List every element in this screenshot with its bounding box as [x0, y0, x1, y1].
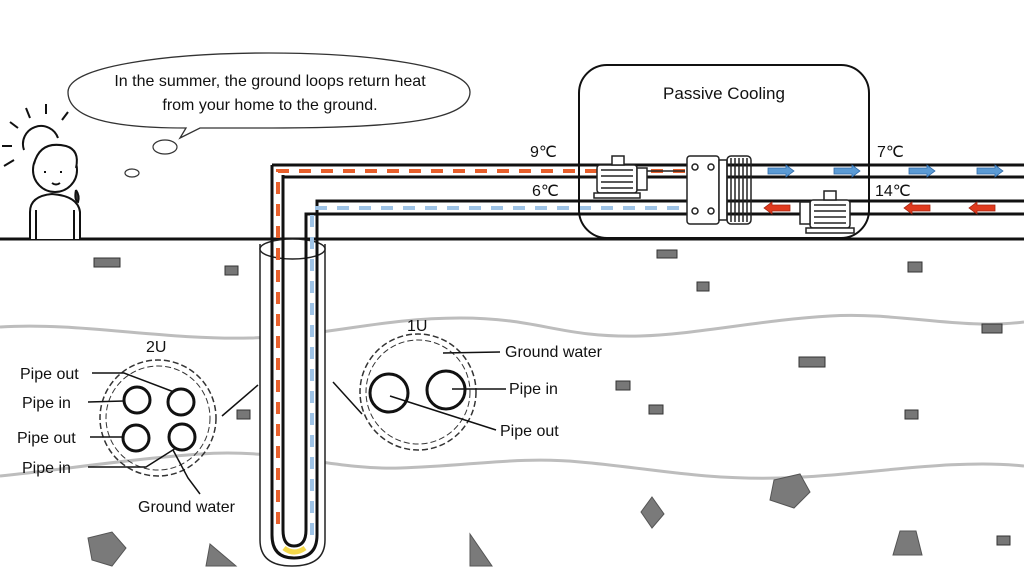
1u-section-inner: [365, 339, 471, 445]
2u-leader-lines: [87, 372, 259, 495]
speech-bubble: [67, 52, 471, 178]
2u-section-inner: [105, 365, 211, 471]
passive-cooling-title: Passive Cooling: [663, 84, 785, 103]
speech-line-2: from your home to the ground.: [162, 97, 377, 114]
cold-flow: [310, 206, 685, 535]
2u-pipe-in-2: Pipe in: [22, 460, 71, 477]
person-icon: [29, 143, 81, 239]
ground-water-layer-bottom: [0, 451, 1024, 480]
temp-house-out: 7℃: [877, 144, 904, 161]
hot-flow: [276, 169, 685, 532]
borehole-top: [259, 238, 326, 260]
2u-pipe-out-2: Pipe out: [17, 430, 76, 447]
2u-pipe-out-1: Pipe out: [20, 366, 79, 383]
u-pipe-inner: [281, 175, 1024, 548]
2u-section-outline: [99, 359, 217, 477]
ground-water-layer-top: [0, 313, 1024, 340]
cold-arrows: [767, 164, 1004, 178]
passive-cooling-box: [578, 64, 870, 239]
loop-bottom-warm: [282, 545, 307, 555]
2u-title: 2U: [146, 339, 166, 356]
2u-pipe-circles: [121, 385, 197, 453]
temp-house-in: 14℃: [875, 183, 911, 200]
borehole: [259, 244, 326, 567]
hot-arrows: [763, 201, 996, 215]
speech-line-1: In the summer, the ground loops return h…: [114, 73, 426, 90]
1u-section-outline: [359, 333, 477, 451]
heat-exchanger-icon: [686, 155, 752, 225]
bedrock-rocks: [87, 473, 923, 567]
temp-return-in: 6℃: [532, 183, 559, 200]
1u-pipe-in: Pipe in: [509, 381, 558, 398]
2u-ground-water: Ground water: [138, 499, 236, 516]
soil-stones: [93, 249, 1011, 546]
1u-ground-water: Ground water: [505, 344, 603, 361]
temp-supply-in: 9℃: [530, 144, 557, 161]
pump-icon: [593, 155, 685, 199]
1u-title: 1U: [407, 318, 427, 335]
1u-pipe-out: Pipe out: [500, 423, 559, 440]
pump-icon: [799, 190, 855, 234]
1u-leader-lines: [332, 351, 506, 431]
2u-pipe-in-1: Pipe in: [22, 395, 71, 412]
u-pipe-outer: [270, 165, 1024, 560]
1u-pipe-circles: [368, 369, 467, 414]
sun-icon: [2, 104, 69, 167]
